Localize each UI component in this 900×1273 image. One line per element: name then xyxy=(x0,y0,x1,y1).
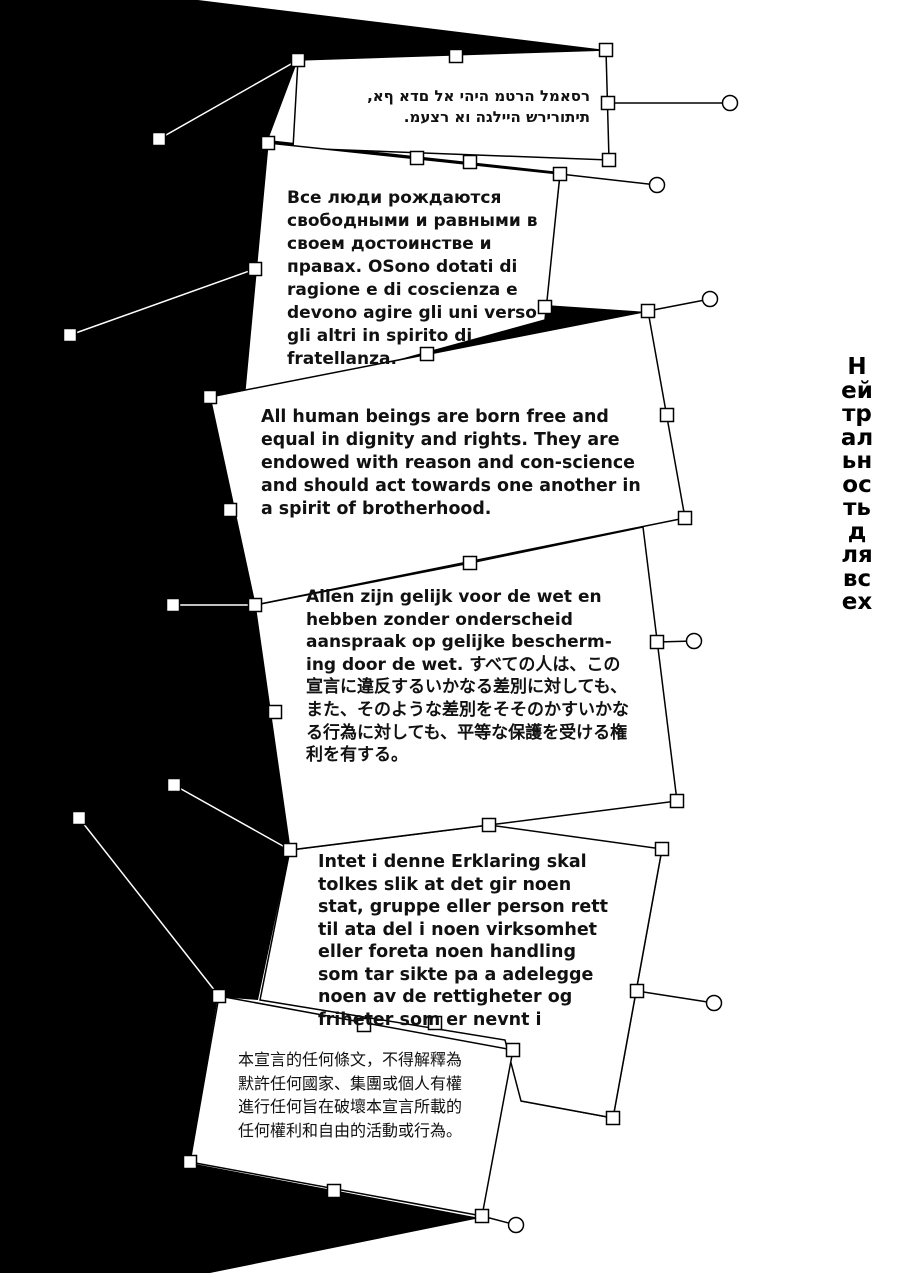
square-node-icon xyxy=(629,983,645,999)
card-norwegian xyxy=(259,824,663,1119)
dutch-japanese-paragraph: Allen zijn gelijk voor de wet en hebben … xyxy=(306,587,629,766)
square-node-icon xyxy=(326,1183,342,1199)
square-node-icon xyxy=(356,1017,372,1033)
square-node-icon xyxy=(62,327,78,343)
square-node-icon xyxy=(71,810,87,826)
square-node-icon xyxy=(222,502,238,518)
square-node-icon xyxy=(505,1042,521,1058)
circle-node-icon xyxy=(685,632,703,650)
square-node-icon xyxy=(649,634,665,650)
square-node-icon xyxy=(409,150,425,166)
english-paragraph: All human beings are born free and equal… xyxy=(261,407,641,519)
square-node-icon xyxy=(427,1015,443,1031)
square-node-icon xyxy=(605,1110,621,1126)
chinese-paragraph: 本宣言的任何條文，不得解釋為默許任何國家、集團或個人有權進行任何旨在破壞本宣言所… xyxy=(238,1050,463,1140)
card-dutch-japanese-text: Allen zijn gelijk voor de wet en hebben … xyxy=(306,586,636,786)
square-node-icon xyxy=(151,131,167,147)
circle-node-icon xyxy=(507,1216,525,1234)
card-chinese-text: 本宣言的任何條文，不得解釋為默許任何國家、集團或個人有權進行任何旨在破壞本宣言所… xyxy=(238,1048,470,1142)
card-russian-italian-text: Все люди рождаются свободными и равными … xyxy=(287,187,543,387)
square-node-icon xyxy=(267,704,283,720)
square-node-icon xyxy=(448,48,464,64)
square-node-icon xyxy=(601,152,617,168)
square-node-icon xyxy=(552,166,568,182)
square-node-icon xyxy=(419,346,435,362)
square-node-icon xyxy=(247,597,263,613)
square-node-icon xyxy=(166,777,182,793)
square-node-icon xyxy=(282,842,298,858)
square-node-icon xyxy=(462,154,478,170)
square-node-icon xyxy=(659,407,675,423)
endpoint-circles xyxy=(507,94,739,1234)
square-node-icon xyxy=(165,597,181,613)
card-english-text: All human beings are born free and equal… xyxy=(261,406,641,521)
square-node-icon xyxy=(537,299,553,315)
hebrew-paragraph: רסאמל הרטמ היהי אל םדא ףא, תיתורירש הייל… xyxy=(367,87,590,126)
square-node-icon xyxy=(462,555,478,571)
russian-italian-paragraph: Все люди рождаются свободными и равными … xyxy=(287,188,538,369)
square-handles xyxy=(62,42,693,1224)
square-node-icon xyxy=(669,793,685,809)
norwegian-paragraph: Intet i denne Erklaring skal tolkes slik… xyxy=(318,852,609,1030)
square-node-icon xyxy=(677,510,693,526)
square-node-icon xyxy=(598,42,614,58)
square-node-icon xyxy=(474,1208,490,1224)
square-node-icon xyxy=(481,817,497,833)
circle-node-icon xyxy=(648,176,666,194)
square-node-icon xyxy=(247,261,263,277)
card-hebrew-text: רסאמל הרטמ היהי אל םדא ףא, תיתורירש הייל… xyxy=(310,86,590,138)
square-node-icon xyxy=(202,389,218,405)
square-node-icon xyxy=(182,1154,198,1170)
card-norwegian-text: Intet i denne Erklaring skal tolkes slik… xyxy=(318,851,616,1033)
square-node-icon xyxy=(260,135,276,151)
circle-node-icon xyxy=(721,94,739,112)
square-node-icon xyxy=(600,95,616,111)
square-node-icon xyxy=(654,841,670,857)
square-node-icon xyxy=(640,303,656,319)
circle-node-icon xyxy=(701,290,719,308)
circle-node-icon xyxy=(705,994,723,1012)
square-node-icon xyxy=(290,52,306,68)
vertical-title: Нейтральность для всех xyxy=(840,354,881,615)
square-node-icon xyxy=(211,988,227,1004)
